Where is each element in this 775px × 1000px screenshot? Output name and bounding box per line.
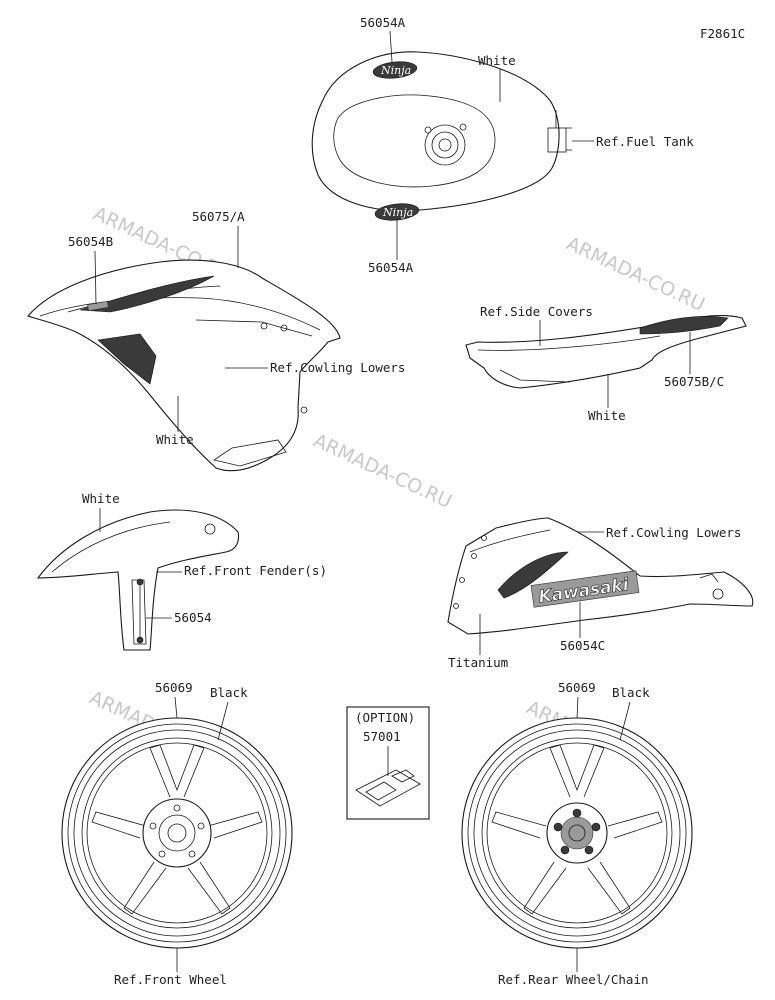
label-tank-white: White [478,53,516,68]
label-56054A-bottom: 56054A [368,260,414,275]
fuel-tank-drawing: Ninja Ninja [311,51,572,221]
watermark-3: ARMADA-CO.RU [310,430,455,513]
label-cowling-lowers-1: Ref.Cowling Lowers [270,360,405,375]
label-option: (OPTION) [355,710,415,725]
label-cowl-white: White [156,432,194,447]
label-ref-side-covers: Ref.Side Covers [480,304,593,319]
front-wheel-drawing [61,717,293,949]
rear-wheel-drawing [461,717,693,949]
label-57001: 57001 [363,729,401,744]
label-cowling-lowers-2: Ref.Cowling Lowers [606,525,741,540]
label-ref-fuel-tank: Ref.Fuel Tank [596,134,694,149]
upper-cowl-drawing [27,259,341,472]
lower-cowl-drawing: Kawasaki [447,517,754,635]
label-56054A-top: 56054A [360,15,406,30]
label-fender-white: White [82,491,120,506]
ninja-decal-lower: Ninja [374,203,420,221]
label-ref-front-fender: Ref.Front Fender(s) [184,563,327,578]
label-ref-rear-wheel: Ref.Rear Wheel/Chain [498,972,649,987]
label-rear-black: Black [612,685,650,700]
front-fender-drawing [36,509,240,651]
option-box [346,706,430,820]
ninja-logo-upper: Ninja [380,64,411,77]
label-titanium: Titanium [448,655,508,670]
label-ref-front-wheel: Ref.Front Wheel [114,972,227,987]
label-56054B: 56054B [68,234,113,249]
ninja-decal-upper: Ninja [372,61,418,79]
label-56075-A: 56075/A [192,209,245,224]
label-56075B-C: 56075B/C [664,374,724,389]
label-front-black: Black [210,685,248,700]
figure-code: F2861C [700,26,745,41]
label-56054: 56054 [174,610,212,625]
label-56069-rear: 56069 [558,680,596,695]
tail-cover-drawing [465,315,747,389]
label-56069-front: 56069 [155,680,193,695]
ninja-logo-lower: Ninja [382,206,413,219]
label-56054C: 56054C [560,638,605,653]
label-tail-white: White [588,408,626,423]
